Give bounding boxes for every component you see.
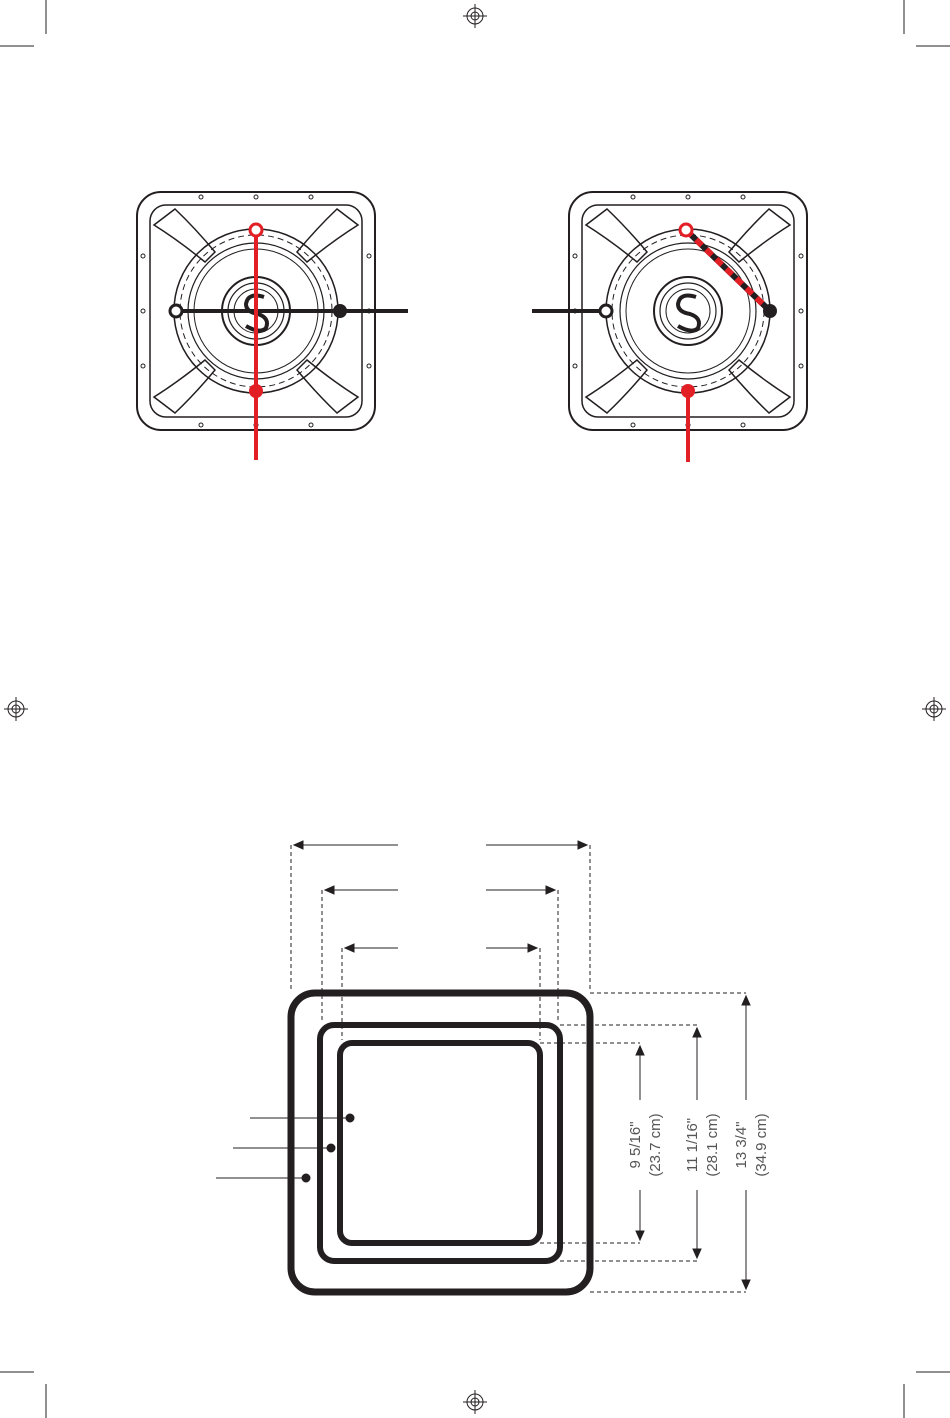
registration-mark-right (922, 697, 946, 721)
registration-mark-bottom (463, 1390, 487, 1414)
terminal-left-open (600, 305, 612, 317)
middle-square (320, 1025, 560, 1261)
dim-13-3-4-metric: (34.9 cm) (753, 1113, 770, 1176)
registration-mark-top (463, 4, 487, 28)
right-speaker (532, 192, 807, 462)
registration-mark-left (4, 697, 28, 721)
dim-13-3-4-imperial: 13 3/4" (733, 1121, 750, 1168)
terminal-right-filled (333, 304, 347, 318)
terminal-top-open (680, 224, 692, 236)
outer-square (291, 993, 590, 1292)
terminal-right-filled (763, 304, 777, 318)
dim-9-5-16-imperial: 9 5/16" (627, 1121, 644, 1168)
left-speaker (137, 192, 408, 460)
dim-11-1-16-metric: (28.1 cm) (704, 1113, 721, 1176)
dim-9-5-16-metric: (23.7 cm) (647, 1113, 664, 1176)
dim-11-1-16-imperial: 11 1/16" (684, 1118, 701, 1172)
inner-square (340, 1043, 540, 1243)
dimension-drawing: 9 5/16" (23.7 cm) 11 1/16" (28.1 cm) 13 … (216, 841, 770, 1292)
terminal-bottom-filled (249, 384, 263, 398)
terminal-bottom-filled (681, 384, 695, 398)
terminal-top-open (250, 224, 262, 236)
terminal-left-open (170, 305, 182, 317)
